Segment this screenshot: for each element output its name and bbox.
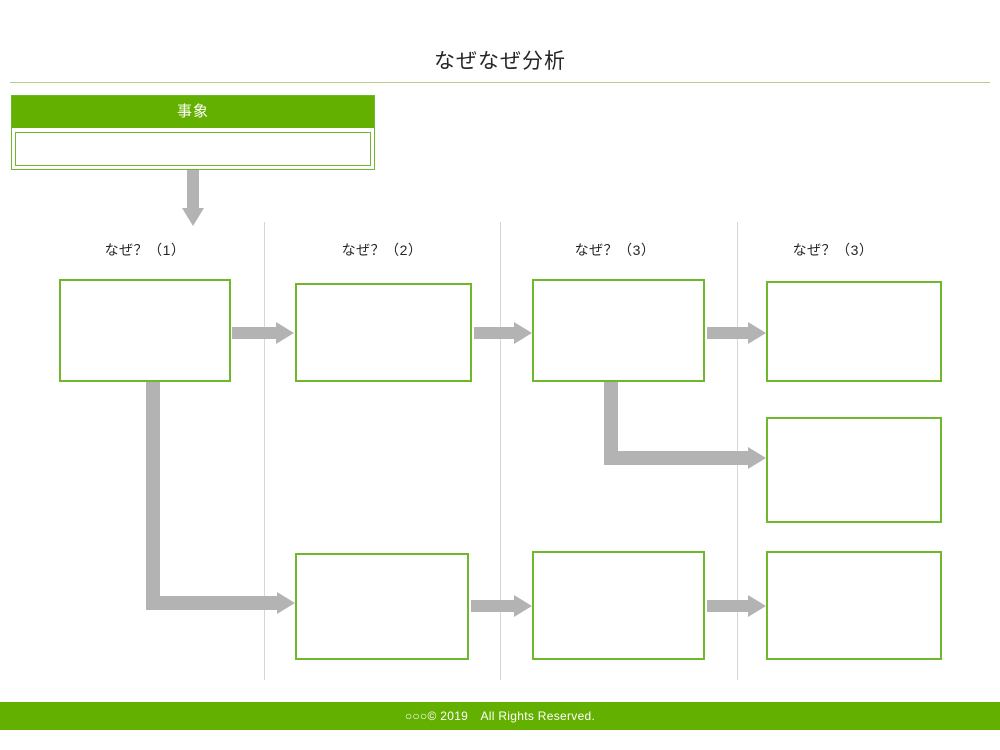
column-divider-2 xyxy=(500,222,501,680)
footer-copyright-text: ○○○© 2019 All Rights Reserved. xyxy=(404,709,596,723)
arrow-shaft xyxy=(707,327,748,339)
arrow-shaft xyxy=(232,327,276,339)
arrow-right-c3r1-to-c4r1 xyxy=(707,322,766,344)
arrow-shaft xyxy=(187,170,199,208)
column-label-why-3: なぜ？（3） xyxy=(574,242,656,258)
column-label-why-2: なぜ？（2） xyxy=(341,242,423,258)
column-divider-1 xyxy=(264,222,265,680)
why-box-c1r1[interactable] xyxy=(59,279,231,382)
arrow-shaft xyxy=(707,600,748,612)
elbow-arrow-c3r1-to-c4r2 xyxy=(604,382,766,472)
why-box-c2r3[interactable] xyxy=(295,553,469,660)
arrow-right-c1r1-to-c2r1 xyxy=(232,322,294,344)
title-divider-rule xyxy=(10,82,990,83)
arrow-right-c2r1-to-c3r1 xyxy=(474,322,532,344)
page-title: なぜなぜ分析 xyxy=(434,50,566,73)
arrow-right-c2r3-to-c3r3 xyxy=(471,595,532,617)
why-box-c2r1[interactable] xyxy=(295,283,472,382)
arrow-head xyxy=(514,595,532,617)
elbow-horizontal-stem xyxy=(146,596,277,610)
arrow-head xyxy=(748,595,766,617)
elbow-horizontal-stem xyxy=(604,451,748,465)
why-box-c3r1[interactable] xyxy=(532,279,705,382)
arrow-shaft xyxy=(474,327,514,339)
arrow-head xyxy=(514,322,532,344)
why-box-c3r3[interactable] xyxy=(532,551,705,660)
column-label-why-1: なぜ？（1） xyxy=(104,242,186,258)
arrow-down-event-to-why1 xyxy=(182,170,204,226)
arrow-right-c3r3-to-c4r3 xyxy=(707,595,766,617)
elbow-arrow-c1r1-to-c2r3 xyxy=(146,382,295,617)
why-box-c4r3[interactable] xyxy=(766,551,942,660)
arrow-head xyxy=(748,447,766,469)
elbow-vertical-stem xyxy=(146,382,160,610)
elbow-vertical-stem xyxy=(604,382,618,465)
why-box-c4r2[interactable] xyxy=(766,417,942,523)
event-header-label: 事象 xyxy=(12,96,374,128)
event-box[interactable]: 事象 xyxy=(11,95,375,170)
arrow-head xyxy=(277,592,295,614)
why-box-c4r1[interactable] xyxy=(766,281,942,382)
footer-bar: ○○○© 2019 All Rights Reserved. xyxy=(0,702,1000,730)
event-body-input[interactable] xyxy=(15,132,371,166)
column-label-why-4: なぜ？（3） xyxy=(792,242,874,258)
arrow-shaft xyxy=(471,600,514,612)
arrow-head xyxy=(748,322,766,344)
arrow-head xyxy=(276,322,294,344)
arrow-head xyxy=(182,208,204,226)
